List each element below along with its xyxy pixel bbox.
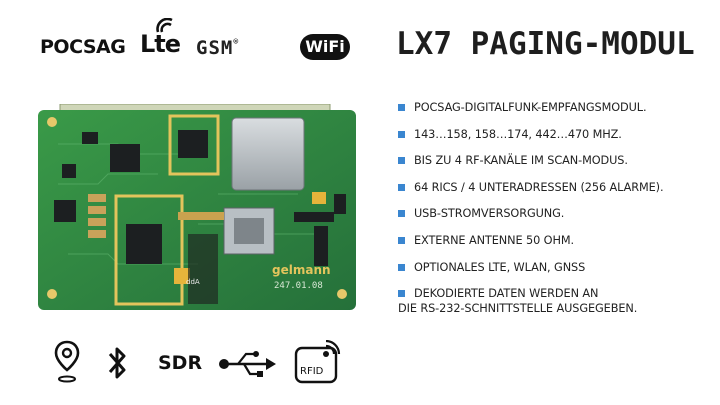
bullet-icon xyxy=(398,263,405,271)
lte-text: Lte xyxy=(140,30,181,58)
rfid-icon: RFID xyxy=(294,340,342,384)
feature-text: USB-STROMVERSORGUNG. xyxy=(414,207,565,221)
feature-item: BIS ZU 4 RF-KANÄLE IM SCAN-MODUS. xyxy=(398,153,716,168)
bullet-icon xyxy=(398,183,405,191)
feature-text: POCSAG-DIGITALFUNK-EMPFANGSMODUL. xyxy=(414,101,647,114)
bullet-icon xyxy=(398,210,405,218)
pcb-board-image: gelmann 247.01.08 ddA xyxy=(38,103,356,310)
wifi-logo: WiFi xyxy=(300,34,350,60)
bullet-icon xyxy=(398,236,405,244)
feature-text: BIS ZU 4 RF-KANÄLE IM SCAN-MODUS. xyxy=(414,154,628,168)
feature-item: POCSAG-DIGITALFUNK-EMPFANGSMODUL. xyxy=(398,100,716,115)
feature-item: USB-STROMVERSORGUNG. xyxy=(398,206,716,221)
feature-text: DEKODIERTE DATEN WERDEN AN xyxy=(414,287,599,301)
gsm-registered-mark: ® xyxy=(233,37,240,46)
pcb-illustration: gelmann 247.01.08 ddA xyxy=(38,103,356,310)
signal-icon xyxy=(156,18,173,33)
feature-item: 143…158, 158…174, 442…470 MHZ. xyxy=(398,127,716,142)
gsm-logo: GSM® xyxy=(196,37,239,59)
feature-text-continued: DIE RS-232-SCHNITTSTELLE AUSGEGEBEN. xyxy=(398,302,638,316)
bullet-icon xyxy=(398,130,405,138)
bullet-icon xyxy=(398,157,405,165)
sdr-label: SDR xyxy=(158,352,203,374)
location-pin-icon xyxy=(54,340,80,388)
feature-text: OPTIONALES LTE, WLAN, GNSS xyxy=(414,260,586,274)
board-code-text: 247.01.08 xyxy=(274,281,323,291)
feature-text: 143…158, 158…174, 442…470 MHZ. xyxy=(414,127,622,141)
feature-item: 64 RICS / 4 UNTERADRESSEN (256 ALARME). xyxy=(398,180,716,195)
bluetooth-icon xyxy=(106,344,130,386)
lte-logo: Lte xyxy=(140,18,181,60)
bullet-icon xyxy=(398,104,405,111)
pocsag-logo: POCSAG xyxy=(40,36,126,58)
feature-list: POCSAG-DIGITALFUNK-EMPFANGSMODUL. 143…15… xyxy=(398,100,716,328)
rfid-label: RFID xyxy=(300,366,324,377)
gsm-text: GSM xyxy=(196,37,234,59)
feature-text: 64 RICS / 4 UNTERADRESSEN (256 ALARME). xyxy=(414,180,664,194)
page-title: LX7 PAGING-MODUL xyxy=(396,26,695,62)
bullet-icon xyxy=(398,290,405,298)
board-brand-text: gelmann xyxy=(272,263,331,277)
feature-item: EXTERNE ANTENNE 50 OHM. xyxy=(398,233,716,248)
feature-text: EXTERNE ANTENNE 50 OHM. xyxy=(414,233,574,247)
usb-icon xyxy=(218,350,276,382)
feature-item: OPTIONALES LTE, WLAN, GNSS xyxy=(398,260,716,275)
board-silk-label: ddA xyxy=(186,278,200,286)
